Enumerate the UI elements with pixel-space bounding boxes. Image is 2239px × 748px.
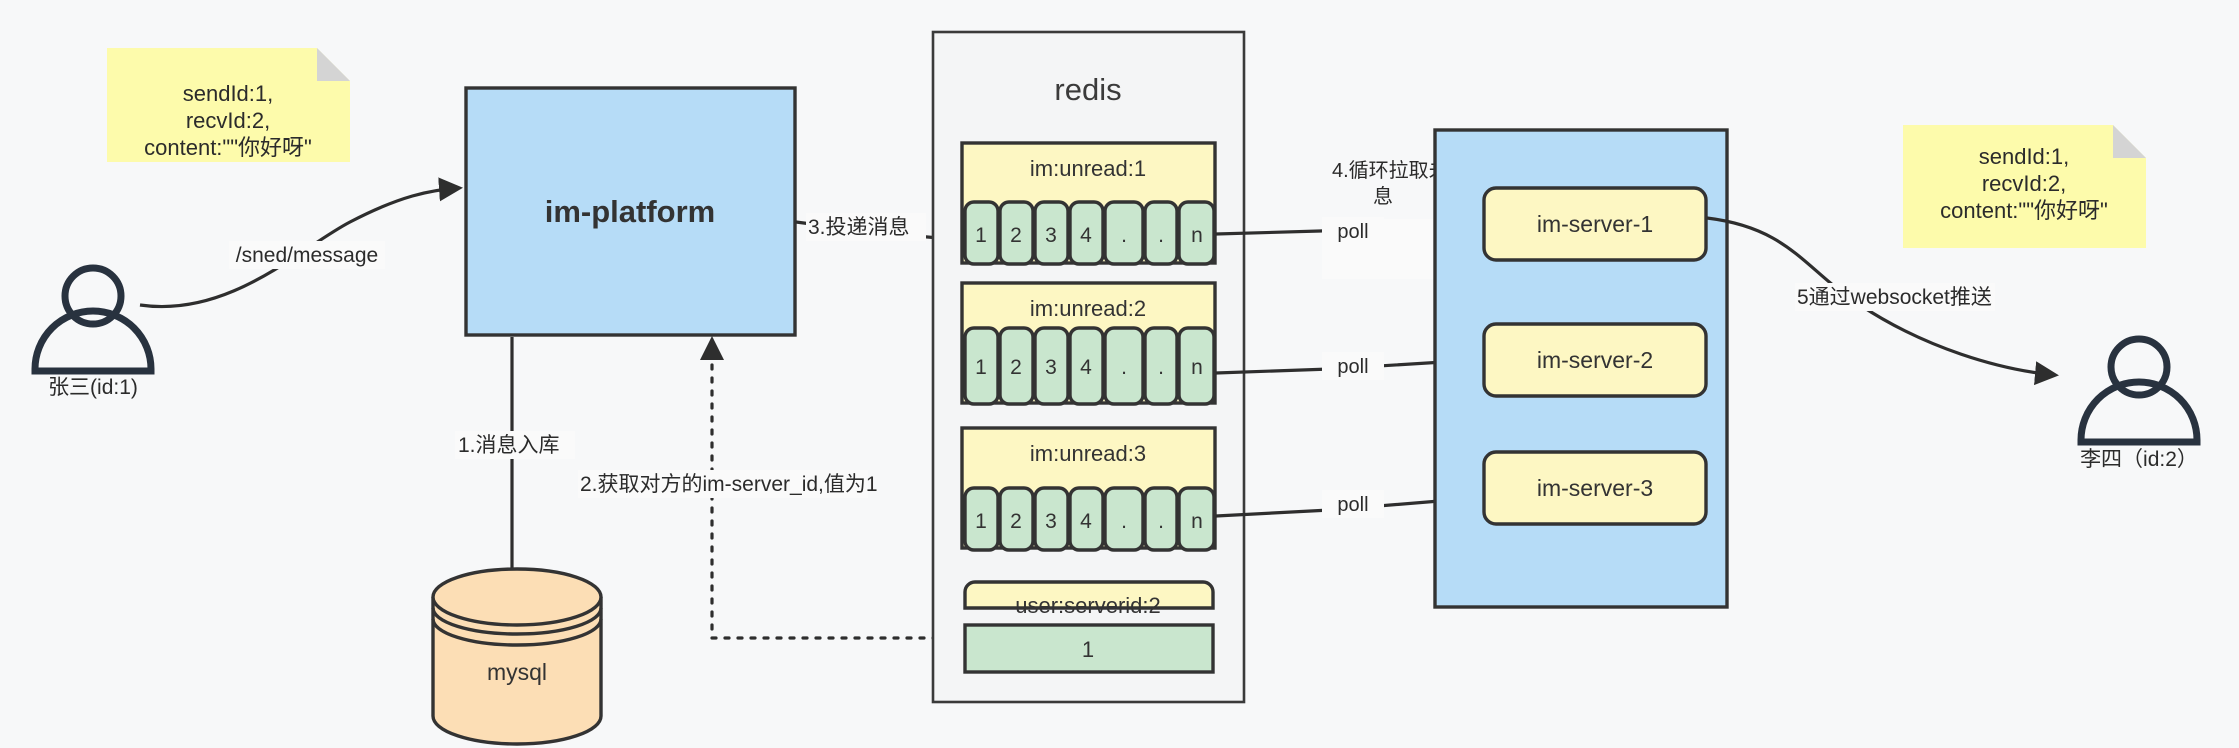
redis-list-cells-2: 1 2 3 4 . . n: [963, 326, 1216, 406]
redis-cell: 2: [1010, 510, 1022, 533]
redis-cell: .: [1158, 224, 1164, 247]
redis-key-block-1[interactable]: im:unread:1 1 2 3 4 . . n: [960, 141, 1217, 266]
redis-list-cells-3: 1 2 3 4 . . n: [963, 486, 1216, 552]
redis-cell: 4: [1080, 224, 1092, 247]
edge-poll-3: poll: [1215, 487, 1480, 518]
actor-zhangsan-label: 张三(id:1): [48, 376, 138, 399]
redis-cell: 3: [1045, 224, 1057, 247]
redis-kv-key-label: user:serverid:2: [1015, 593, 1161, 618]
node-redis-label: redis: [1054, 72, 1121, 107]
edge-label-step4-line2: 息: [1373, 185, 1393, 208]
redis-kv-value-label: 1: [1082, 637, 1094, 662]
edge-step2-serverid: 2.获取对方的im-server_id,值为1: [578, 336, 978, 640]
redis-cell: 4: [1080, 510, 1092, 533]
note-left-line-1: sendId:1,: [183, 81, 274, 106]
node-im-server-group: im-server-1 im-server-2 im-server-3: [1433, 128, 1729, 609]
actor-zhangsan: 张三(id:1): [31, 264, 155, 399]
redis-cell: 2: [1010, 356, 1022, 379]
redis-cell: n: [1191, 356, 1203, 379]
edge-label-step2: 2.获取对方的im-server_id,值为1: [580, 473, 878, 496]
note-right-line-3: content:""你好呀": [1940, 198, 2108, 223]
node-im-server-3[interactable]: im-server-3: [1482, 450, 1708, 526]
actor-lisi-label: 李四（id:2）: [2080, 448, 2198, 471]
redis-cell: 1: [975, 510, 987, 533]
edge-label-poll-3: poll: [1337, 494, 1368, 516]
redis-key-label-2: im:unread:2: [1030, 296, 1146, 321]
edge-step3-deliver: 3.投递消息: [795, 213, 967, 251]
redis-cell: 1: [975, 224, 987, 247]
note-right: sendId:1, recvId:2, content:""你好呀": [1903, 125, 2146, 248]
edge-label-step1: 1.消息入库: [458, 434, 560, 457]
node-im-platform[interactable]: im-platform: [464, 86, 797, 337]
actor-lisi: 李四（id:2）: [2077, 335, 2201, 471]
edge-label-step5: 5通过websocket推送: [1797, 286, 1992, 309]
edge-send-message: /sned/message: [139, 177, 463, 309]
edge-label-send-message: /sned/message: [236, 244, 378, 267]
redis-cell: 3: [1045, 356, 1057, 379]
node-mysql-label: mysql: [487, 659, 547, 685]
redis-cell: 1: [975, 356, 987, 379]
note-left-line-3: content:""你好呀": [144, 135, 312, 160]
node-im-server-1-label: im-server-1: [1537, 211, 1653, 237]
redis-cell: n: [1191, 224, 1203, 247]
redis-cell: .: [1121, 510, 1127, 533]
node-mysql[interactable]: mysql: [431, 567, 603, 746]
redis-key-label-1: im:unread:1: [1030, 156, 1146, 181]
node-im-platform-label: im-platform: [545, 194, 716, 229]
note-right-line-2: recvId:2,: [1982, 171, 2066, 196]
redis-cell: .: [1158, 510, 1164, 533]
edge-label-step3: 3.投递消息: [808, 216, 910, 239]
redis-cell: 4: [1080, 356, 1092, 379]
redis-kv-block[interactable]: user:serverid:2 1: [963, 580, 1215, 674]
redis-cell: 3: [1045, 510, 1057, 533]
redis-key-block-3[interactable]: im:unread:3 1 2 3 4 . . n: [960, 426, 1217, 552]
redis-key-label-3: im:unread:3: [1030, 441, 1146, 466]
redis-cell: .: [1121, 356, 1127, 379]
node-im-server-2[interactable]: im-server-2: [1482, 322, 1708, 398]
redis-cell: 2: [1010, 224, 1022, 247]
note-right-line-1: sendId:1,: [1979, 144, 2070, 169]
redis-cell: .: [1121, 224, 1127, 247]
node-im-server-3-label: im-server-3: [1537, 475, 1653, 501]
redis-key-block-2[interactable]: im:unread:2 1 2 3 4 . . n: [960, 281, 1217, 406]
note-left-line-2: recvId:2,: [186, 108, 270, 133]
edge-step5-websocket: 5通过websocket推送: [1706, 216, 2059, 386]
node-im-server-1[interactable]: im-server-1: [1482, 186, 1708, 262]
edge-label-poll-2: poll: [1337, 356, 1368, 378]
redis-cell: n: [1191, 510, 1203, 533]
node-im-server-2-label: im-server-2: [1537, 347, 1653, 373]
edge-poll-2: poll: [1215, 349, 1480, 380]
note-left: sendId:1, recvId:2, content:""你好呀": [107, 48, 350, 162]
edge-step1-mysql: 1.消息入库: [455, 337, 575, 594]
redis-list-cells-1: 1 2 3 4 . . n: [963, 200, 1216, 266]
redis-cell: .: [1158, 356, 1164, 379]
edge-label-poll-1: poll: [1337, 221, 1368, 243]
